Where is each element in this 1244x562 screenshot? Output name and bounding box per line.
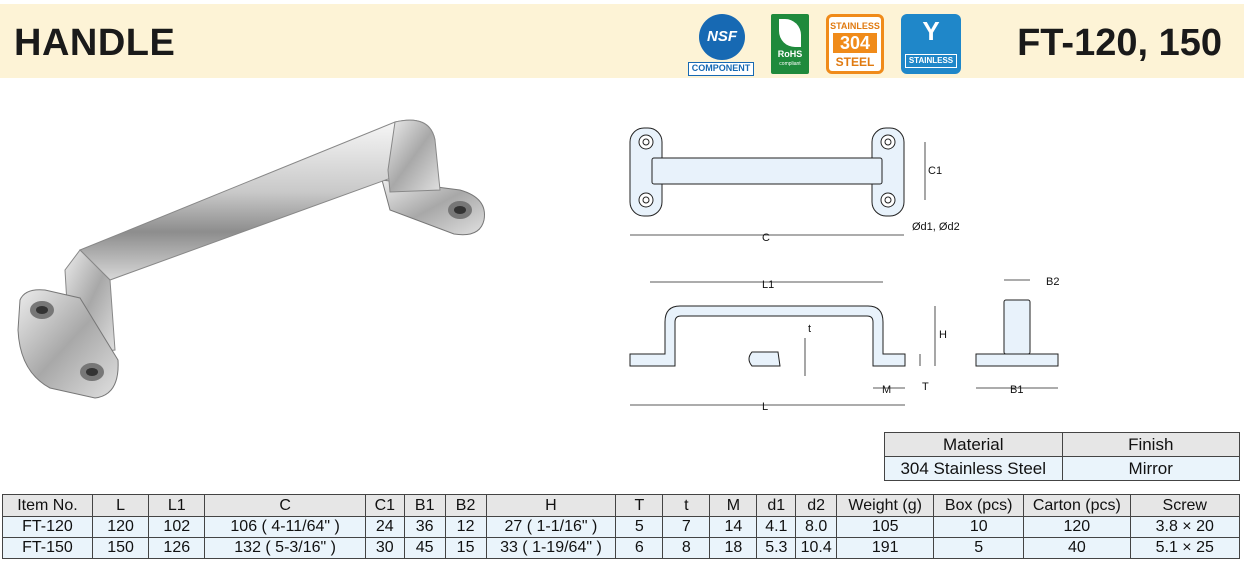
finish-value: Mirror [1061,456,1240,481]
cell: 126 [148,537,206,559]
ss-mid: 304 [833,33,877,53]
col-header: C1 [364,494,405,517]
stainless-badge-icon: Y STAINLESS [901,14,961,74]
col-header: L [91,494,150,517]
material-row: 304 Stainless Steel Mirror [884,456,1240,481]
section-profile [748,351,781,367]
cell: 24 [364,516,405,538]
col-header: C [204,494,366,517]
col-header: t [662,494,711,517]
col-header: d2 [795,494,838,517]
material-value: 304 Stainless Steel [884,456,1063,481]
dim-l: L [762,401,768,413]
cell: 4.1 [756,516,797,538]
page-title: HANDLE [14,22,176,64]
cell: FT-150 [2,537,93,559]
col-header: Weight (g) [836,494,935,517]
dim-m: M [882,384,891,396]
handle-photo [17,119,485,399]
col-header: Item No. [2,494,93,517]
screw-icon: Y [922,16,940,46]
col-header: L1 [148,494,206,517]
cell: 191 [836,537,935,559]
dim-c1: C1 [928,165,942,177]
cell: 10.4 [795,537,838,559]
cell: 105 [836,516,935,538]
dim-l1: L1 [762,279,774,291]
col-header: T [615,494,664,517]
dim-d: Ød1, Ød2 [912,221,960,233]
cell: 15 [444,537,487,559]
cell: 10 [933,516,1025,538]
technical-drawings: C C1 Ød1, Ød2 L1 L H t T M B1 B2 [629,127,1059,413]
cell: 132 ( 5-3/16" ) [204,537,366,559]
nsf-label: COMPONENT [688,62,754,76]
cell: 6 [615,537,664,559]
cell: 14 [709,516,758,538]
cell: 27 ( 1-1/16" ) [485,516,617,538]
side-view-base [975,353,1059,367]
col-header: d1 [756,494,797,517]
col-header: Screw [1129,494,1240,517]
cell: 150 [91,537,150,559]
table-row: FT-150 150 126 132 ( 5-3/16" ) 30 45 15 … [2,537,1240,559]
cell: 45 [403,537,446,559]
cell: 102 [148,516,206,538]
cell: 120 [91,516,150,538]
rohs-sub: compliant [779,61,801,67]
col-header: B2 [444,494,487,517]
cell: 40 [1023,537,1131,559]
cell: 106 ( 4-11/64" ) [204,516,366,538]
side-view-post [1003,299,1031,355]
cell: 5 [615,516,664,538]
dim-t: T [922,381,929,393]
spec-header-row: Item No. L L1 C C1 B1 B2 H T t M d1 d2 W… [2,494,1240,517]
col-header: Box (pcs) [933,494,1025,517]
col-header: Carton (pcs) [1023,494,1131,517]
col-header: H [485,494,617,517]
cell: 5.1 × 25 [1129,537,1240,559]
cell: 33 ( 1-19/64" ) [485,537,617,559]
material-header-row: Material Finish [884,432,1240,457]
dim-h: H [939,329,947,341]
rohs-badge-icon: RoHS compliant [771,14,809,74]
cell: FT-120 [2,516,93,538]
header-bar: HANDLE NSF COMPONENT RoHS compliant STAI… [0,4,1244,78]
spec-table: Item No. L L1 C C1 B1 B2 H T t M d1 d2 W… [2,494,1240,559]
cell: 18 [709,537,758,559]
cell: 5.3 [756,537,797,559]
nsf-mark: NSF [699,14,745,60]
cell: 120 [1023,516,1131,538]
top-view-bar [651,157,883,185]
cell: 30 [364,537,405,559]
table-row: FT-120 120 102 106 ( 4-11/64" ) 24 36 12… [2,516,1240,538]
stainless-label: STAINLESS [905,54,957,68]
cell: 12 [444,516,487,538]
dim-c: C [762,232,770,244]
col-header: M [709,494,758,517]
cell: 3.8 × 20 [1129,516,1240,538]
front-view [629,305,906,367]
nsf-badge-icon: NSF COMPONENT [688,14,754,78]
cell: 5 [933,537,1025,559]
dim-b1: B1 [1010,384,1023,396]
cell: 36 [403,516,446,538]
material-header: Material [884,432,1063,457]
dim-t-small: t [808,323,811,335]
cell: 8.0 [795,516,838,538]
model-number: FT-120, 150 [1017,22,1222,64]
ss-top: STAINLESS [830,21,880,31]
rohs-label: RoHS [777,49,803,59]
col-header: B1 [403,494,446,517]
finish-header: Finish [1061,432,1240,457]
ss-bottom: STEEL [835,55,875,69]
dim-b2: B2 [1046,276,1059,288]
cell: 7 [662,516,711,538]
cell: 8 [662,537,711,559]
material-table: Material Finish 304 Stainless Steel Mirr… [884,432,1240,481]
stainless-304-badge-icon: STAINLESS 304 STEEL [826,14,884,74]
leaf-icon [779,19,801,47]
